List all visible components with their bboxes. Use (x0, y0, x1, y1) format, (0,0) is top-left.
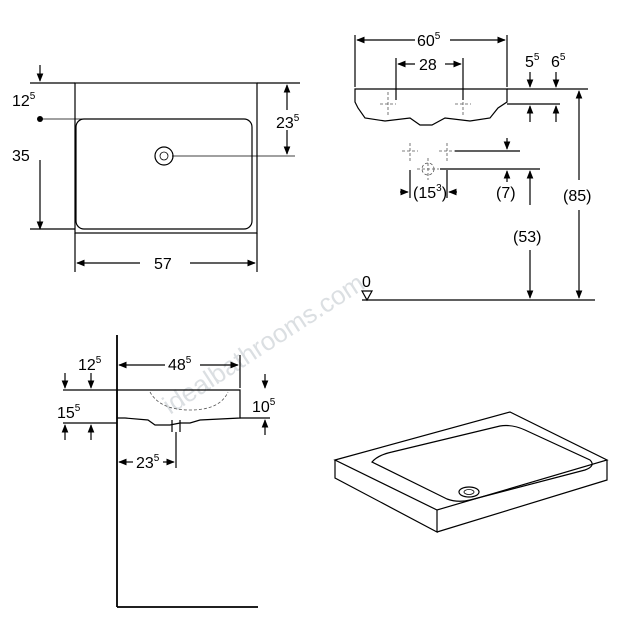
dim-side-top-width: 605 (417, 31, 441, 50)
top-view: 125 35 235 57 (12, 65, 300, 273)
dim-section-bottom: 235 (136, 453, 160, 472)
dim-side-right-b: 65 (551, 52, 566, 71)
basin-bowl (75, 118, 253, 230)
isometric-view (333, 411, 609, 533)
dim-side-height-total: (85) (563, 188, 591, 205)
basin-iso-front (334, 460, 438, 533)
basin-iso-drain (458, 486, 480, 498)
dim-top-left-small: 125 (12, 91, 36, 110)
basin-section (116, 389, 241, 426)
dim-section-right-mid: 105 (252, 397, 276, 416)
dim-side-drop: (7) (496, 185, 516, 202)
section-view: 125 485 155 105 235 (57, 335, 276, 608)
drain-hole (154, 146, 174, 166)
dim-section-left-mid: 155 (57, 403, 81, 422)
dim-section-left-top: 125 (78, 355, 102, 374)
dim-side-height-mid: (53) (513, 229, 541, 246)
dim-top-bottom: 57 (154, 256, 172, 273)
watermark: idealbathrooms.com (157, 267, 370, 420)
basin-outline (74, 82, 258, 234)
dim-side-inner-width: 28 (419, 57, 437, 74)
dim-section-depth: 485 (168, 355, 192, 374)
basin-iso-bowl (371, 424, 593, 502)
basin-iso-top (333, 411, 609, 511)
dim-side-offset: (153) (413, 183, 447, 202)
dim-top-left-large: 35 (12, 148, 30, 165)
dim-top-right: 235 (276, 113, 300, 132)
dim-side-floor: 0 (362, 274, 371, 291)
side-view: 605 28 55 65 (153) (7) (53) (85) 0 (354, 31, 595, 302)
dim-side-right-a: 55 (525, 52, 540, 71)
basin-profile (354, 88, 508, 126)
